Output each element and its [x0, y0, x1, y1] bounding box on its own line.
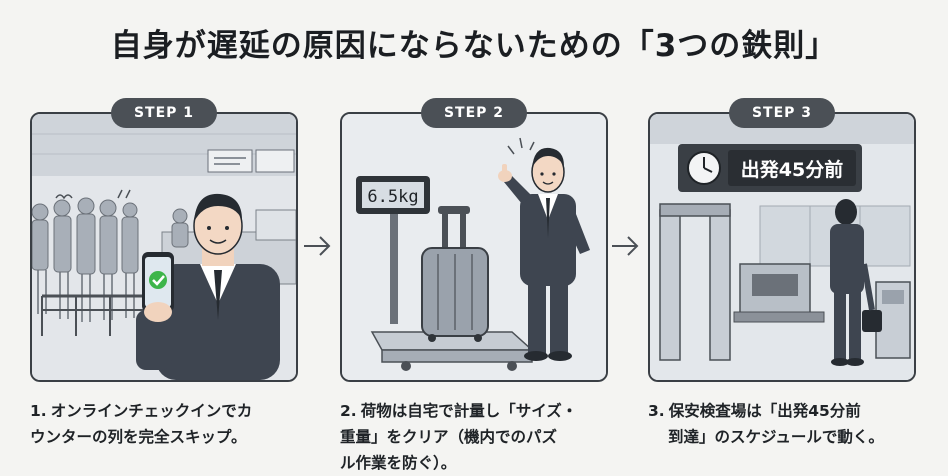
step-2-caption: 2.荷物は自宅で計量し「サイズ・ 重量」をクリア（機内でのパズ ル作業を防ぐ）。 [340, 398, 622, 476]
step-3-number: 3. [648, 402, 665, 420]
step-1-line-2: ウンターの列を完全スキップ。 [30, 428, 247, 446]
step-2-badge: STEP 2 [421, 98, 527, 128]
briefcase-icon [862, 310, 882, 332]
step-3-badge: STEP 3 [729, 98, 835, 128]
check-icon [149, 271, 167, 289]
page-title: 自身が遅延の原因にならないための「3つの鉄則」 [110, 28, 838, 64]
step-2-number: 2. [340, 402, 357, 420]
step-1-caption: 1.オンラインチェックインでカ ウンターの列を完全スキップ。 [30, 398, 312, 450]
step-2-illustration: 6.5kg [340, 112, 608, 382]
step-3-illustration: 出発45分前 [648, 112, 916, 382]
step-2-line-1: 荷物は自宅で計量し「サイズ・ [360, 402, 578, 420]
step-1-number: 1. [30, 402, 47, 420]
step-1-badge: STEP 1 [111, 98, 217, 128]
step-3-caption: 3.保安検査場は「出発45分前 到達」のスケジュールで動く。 [648, 398, 930, 450]
security-checkpoint-scene: 出発45分前 [650, 114, 914, 380]
step-2-line-3: ル作業を防ぐ）。 [340, 454, 457, 472]
step-1-line-1: オンラインチェックインでカ [50, 402, 253, 420]
step-3-line-1: 保安検査場は「出発45分前 [668, 402, 861, 420]
step-1-illustration [30, 112, 298, 382]
scale-reading: 6.5kg [367, 187, 418, 207]
arrow-right-icon [304, 236, 331, 256]
checkin-scene [32, 114, 296, 380]
arrow-right-icon [612, 236, 639, 256]
departure-sign-text: 出発45分前 [741, 158, 843, 181]
luggage-scale-scene: 6.5kg [342, 114, 606, 380]
step-2-line-2: 重量」をクリア（機内でのパズ [340, 428, 558, 446]
step-3-line-2: 到達」のスケジュールで動く。 [668, 428, 884, 446]
